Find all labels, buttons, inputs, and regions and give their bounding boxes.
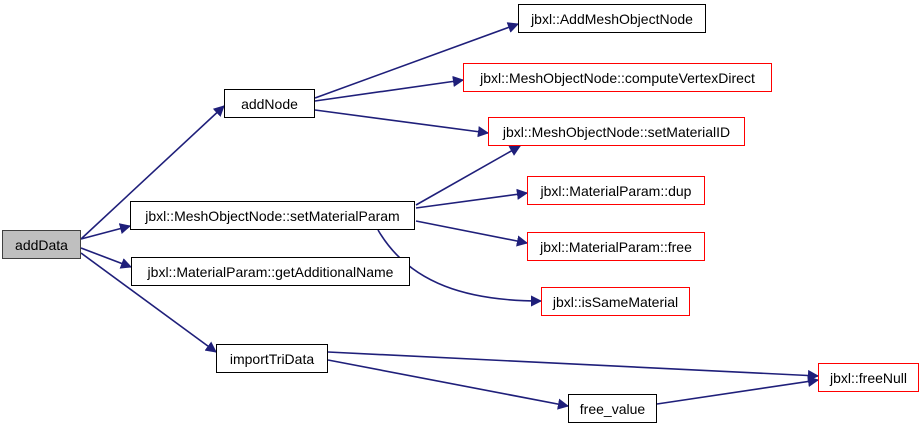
- call-edge: [80, 105, 225, 240]
- graph-node-computeVertexDirect[interactable]: jbxl::MeshObjectNode::computeVertexDirec…: [463, 63, 772, 92]
- graph-node-label: jbxl::AddMeshObjectNode: [531, 10, 693, 27]
- graph-node-label: addData: [15, 236, 68, 253]
- call-edge: [314, 75, 465, 102]
- graph-node-label: free_value: [579, 400, 646, 417]
- graph-node-label: jbxl::MaterialParam::getAdditionalName: [147, 263, 394, 280]
- graph-node-label: jbxl::MaterialParam::dup: [540, 182, 692, 199]
- call-edge: [327, 351, 820, 382]
- graph-node-dup[interactable]: jbxl::MaterialParam::dup: [527, 176, 705, 205]
- graph-node-addData[interactable]: addData: [2, 230, 81, 259]
- call-edge: [415, 220, 529, 247]
- graph-node-setMaterialID[interactable]: jbxl::MeshObjectNode::setMaterialID: [488, 117, 745, 146]
- call-edge: [415, 188, 529, 209]
- call-edge: [377, 229, 543, 307]
- graph-node-freeNull[interactable]: jbxl::freeNull: [818, 363, 919, 392]
- graph-node-label: jbxl::MeshObjectNode::computeVertexDirec…: [480, 69, 755, 86]
- graph-node-label: jbxl::isSameMaterial: [552, 293, 679, 310]
- call-edge: [80, 223, 132, 240]
- call-edge: [314, 22, 520, 99]
- graph-node-label: jbxl::freeNull: [829, 369, 908, 386]
- graph-node-label: addNode: [241, 95, 298, 112]
- graph-node-label: jbxl::MeshObjectNode::setMaterialParam: [145, 207, 400, 224]
- graph-node-label: jbxl::MeshObjectNode::setMaterialID: [502, 123, 731, 140]
- graph-node-label: importTriData: [229, 350, 315, 367]
- graph-node-setMaterialParam[interactable]: jbxl::MeshObjectNode::setMaterialParam: [130, 201, 415, 230]
- graph-node-addNode[interactable]: addNode: [224, 89, 315, 118]
- call-edge: [415, 145, 521, 206]
- graph-node-importTriData[interactable]: importTriData: [216, 344, 328, 373]
- call-edge: [656, 375, 820, 405]
- graph-node-AddMeshObjectNode[interactable]: jbxl::AddMeshObjectNode: [518, 4, 706, 33]
- graph-node-free[interactable]: jbxl::MaterialParam::free: [527, 232, 705, 261]
- call-edge: [80, 247, 133, 269]
- call-edge: [327, 359, 570, 410]
- graph-node-getAdditionalName[interactable]: jbxl::MaterialParam::getAdditionalName: [131, 257, 410, 286]
- graph-node-label: jbxl::MaterialParam::free: [540, 238, 692, 255]
- call-edge: [314, 109, 490, 138]
- graph-node-free_value[interactable]: free_value: [568, 394, 657, 423]
- graph-node-isSameMaterial[interactable]: jbxl::isSameMaterial: [541, 287, 690, 316]
- call-edge: [80, 252, 217, 353]
